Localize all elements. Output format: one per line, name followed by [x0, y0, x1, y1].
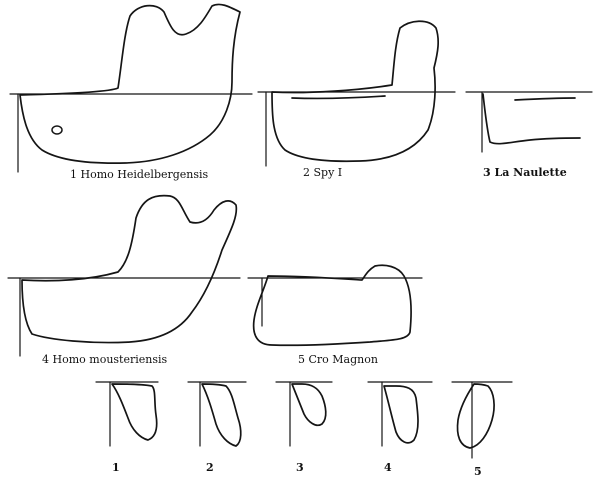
section-5: 5 [451, 381, 513, 478]
section-4-outline [383, 385, 419, 444]
section-1-outline [111, 383, 158, 441]
section-2: 2 [187, 381, 247, 474]
section-4: 4 [367, 381, 433, 474]
specimen-1-mandible-outline [19, 3, 241, 164]
section-1: 1 [95, 381, 159, 474]
specimen-2-alveolar-margin [291, 95, 386, 100]
specimen-3-mandible-outline [482, 93, 581, 145]
section-5-label: 5 [474, 465, 482, 478]
specimen-4-mandible-outline [21, 194, 238, 344]
section-2-label: 2 [206, 461, 214, 474]
specimen-1-mental-foramen [51, 125, 63, 135]
specimen-3-la-naulette: 3 La Naulette [465, 91, 593, 179]
specimen-4-caption: 4 Homo mousteriensis [42, 353, 168, 366]
specimen-2-spy: 2 Spy I [257, 20, 456, 179]
section-2-outline [201, 383, 242, 447]
specimen-2-mandible-outline [271, 20, 440, 163]
specimen-2-caption: 2 Spy I [303, 166, 342, 179]
specimen-1-caption: 1 Homo Heidelbergensis [70, 168, 209, 181]
section-3: 3 [275, 381, 333, 474]
section-1-label: 1 [112, 461, 120, 474]
specimen-3-alveolar-margin [514, 97, 576, 101]
specimen-1-heidelbergensis: 1 Homo Heidelbergensis [9, 3, 253, 181]
specimen-5-cro-magnon: 5 Cro Magnon [247, 264, 423, 366]
specimen-5-mandible-outline [252, 264, 412, 347]
section-3-label: 3 [296, 461, 304, 474]
section-4-label: 4 [384, 461, 392, 474]
specimen-3-caption: 3 La Naulette [483, 166, 567, 179]
specimen-5-caption: 5 Cro Magnon [298, 353, 378, 366]
section-3-outline [291, 383, 327, 427]
specimen-4-mousteriensis: 4 Homo mousteriensis [7, 194, 241, 366]
section-5-outline [456, 383, 495, 449]
